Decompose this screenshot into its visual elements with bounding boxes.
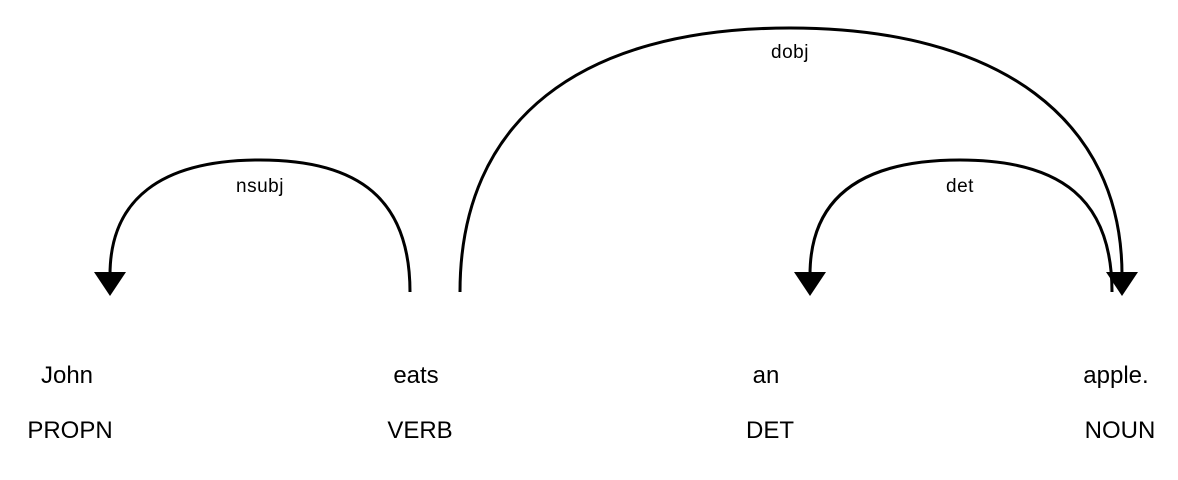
arc-det-path — [808, 158, 1114, 293]
token-word: an — [753, 362, 780, 389]
arc-nsubj: nsubj — [94, 158, 412, 296]
token-word: apple. — [1083, 362, 1148, 389]
token-pos-tag: VERB — [387, 417, 452, 444]
token-word: John — [41, 362, 93, 389]
arc-nsubj-arrowhead — [94, 272, 126, 296]
arc-dobj: dobj — [458, 26, 1138, 296]
arc-det: det — [794, 158, 1114, 296]
token-pos-tag: PROPN — [27, 417, 112, 444]
token-john: John PROPN — [27, 362, 112, 444]
token-apple: apple. NOUN — [1083, 362, 1155, 444]
arc-dobj-arrowhead — [1106, 272, 1138, 296]
token-word: eats — [393, 362, 438, 389]
arc-dobj-path — [458, 26, 1124, 293]
arc-det-label: det — [946, 176, 974, 197]
token-eats: eats VERB — [387, 362, 452, 444]
arc-dobj-label: dobj — [771, 42, 809, 63]
arc-nsubj-label: nsubj — [236, 176, 284, 197]
token-pos-tag: NOUN — [1085, 417, 1156, 444]
arc-det-arrowhead — [794, 272, 826, 296]
arc-nsubj-path — [108, 158, 412, 293]
token-an: an DET — [746, 362, 794, 444]
token-pos-tag: DET — [746, 417, 794, 444]
